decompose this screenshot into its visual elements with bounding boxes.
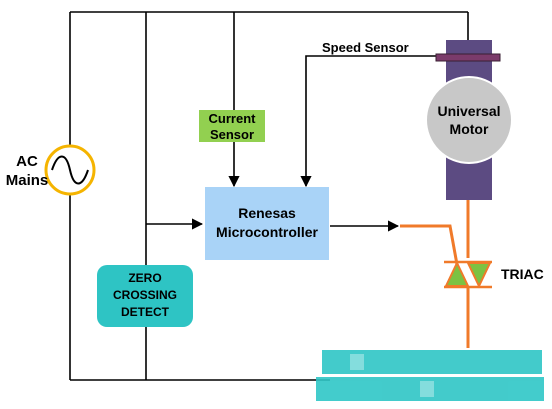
ac-mains-label-line1: AC xyxy=(16,153,38,170)
watermark-gap-1 xyxy=(350,354,364,370)
watermark-logo xyxy=(316,350,544,401)
microcontroller: Renesas Microcontroller xyxy=(205,187,329,260)
speed-sensor-arrow xyxy=(300,55,440,188)
gate-wire xyxy=(400,224,460,271)
zero-crossing-label-line3: DETECT xyxy=(121,305,170,319)
zero-crossing-box xyxy=(97,265,193,327)
current-sensor-label-line1: Current xyxy=(209,111,257,126)
triac-left-diode xyxy=(444,260,470,287)
triac-wiring xyxy=(400,200,470,348)
zero-crossing-detect: ZERO CROSSING DETECT xyxy=(97,265,193,327)
triac-right-diode xyxy=(466,262,492,289)
wiring xyxy=(69,11,469,381)
current-sensor-box xyxy=(199,110,265,142)
speed-sensor-band xyxy=(435,53,501,62)
motor-label-line2: Motor xyxy=(450,121,489,137)
triac-symbol-icon xyxy=(444,260,492,289)
motor-label-line1: Universal xyxy=(437,103,500,119)
ac-source: AC Mains xyxy=(6,144,96,196)
watermark-block-top xyxy=(322,350,542,374)
zero-crossing-label-line1: ZERO xyxy=(128,271,161,285)
ac-mains-label-line2: Mains xyxy=(6,172,49,189)
watermark-gap-2 xyxy=(420,381,434,397)
microcontroller-label-line2: Microcontroller xyxy=(216,224,318,240)
microcontroller-label-line1: Renesas xyxy=(238,205,296,221)
zero-crossing-label-line2: CROSSING xyxy=(113,288,177,302)
current-sensor-label-line2: Sensor xyxy=(210,127,254,142)
watermark-block-bottom xyxy=(316,377,544,401)
speed-sensor-label: Speed Sensor xyxy=(322,40,409,55)
current-sensor: Current Sensor xyxy=(199,110,265,142)
triac-label: TRIAC xyxy=(501,266,544,282)
motor-body xyxy=(425,76,513,164)
microcontroller-box xyxy=(205,187,329,260)
universal-motor: Universal Motor xyxy=(425,40,513,200)
sine-wave-glyph xyxy=(51,155,89,185)
